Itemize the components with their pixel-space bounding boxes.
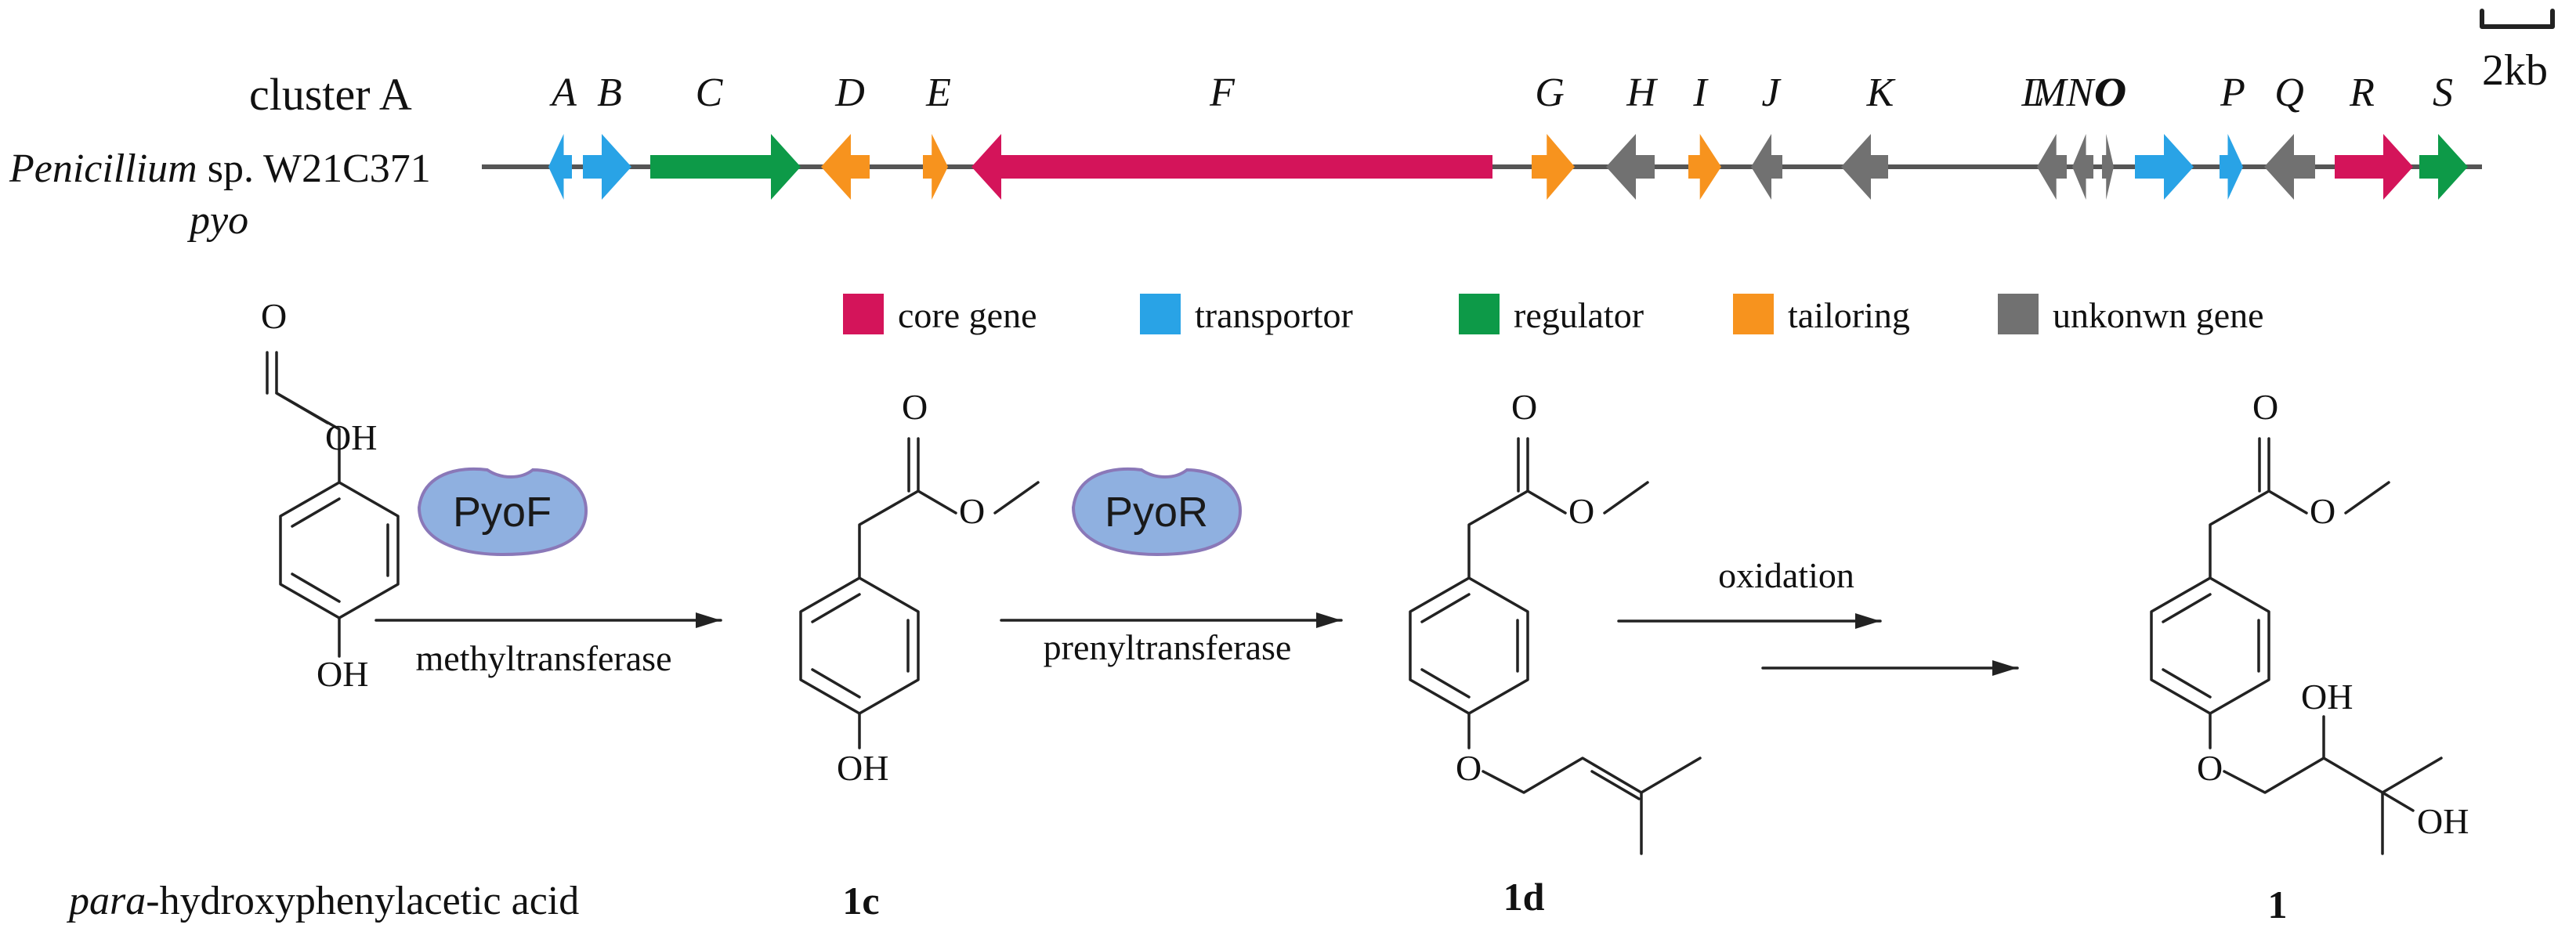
reaction-arrow-3: oxidation bbox=[1617, 555, 2019, 676]
atom-o-1d-carbonyl: O bbox=[1511, 387, 1537, 427]
legend-label-1: transportor bbox=[1195, 295, 1353, 335]
compound-label-1: 1 bbox=[2268, 883, 2288, 926]
cluster-id: pyo bbox=[186, 198, 248, 243]
organism-strain: sp. W21C371 bbox=[197, 146, 431, 191]
gene-label-s: S bbox=[2433, 70, 2453, 115]
atom-o-1c-ester: O bbox=[959, 491, 985, 531]
gene-label-o: O bbox=[2097, 70, 2126, 115]
organism-label: Penicillium sp. W21C371 bbox=[9, 146, 431, 191]
compound-label-1c: 1c bbox=[842, 879, 879, 923]
enzyme-pyof-shape bbox=[417, 467, 588, 557]
gene-label-a: A bbox=[549, 70, 577, 115]
gene-arrow-m bbox=[2072, 134, 2093, 200]
scale-bar-label: 2kb bbox=[2482, 46, 2548, 95]
atom-o-1c-carbonyl: O bbox=[902, 387, 928, 427]
legend-label-2: regulator bbox=[1514, 295, 1644, 335]
gene-arrow-a bbox=[548, 134, 572, 200]
gene-arrow-e bbox=[923, 134, 948, 200]
compound-label-hpa: para-hydroxyphenylacetic acid bbox=[66, 879, 579, 923]
atom-o-1d-ether: O bbox=[1456, 748, 1482, 788]
gene-label-k: K bbox=[1866, 70, 1896, 115]
gene-label-j: J bbox=[1761, 70, 1782, 115]
gene-label-q: Q bbox=[2274, 70, 2304, 115]
legend-swatch-2 bbox=[1459, 294, 1500, 334]
gene-arrow-f bbox=[971, 134, 1492, 200]
pathway: O OH OH para-hydroxyphenylacetic acid Py… bbox=[66, 296, 2469, 926]
compound-label-hpa-italic: para bbox=[66, 879, 146, 923]
enzyme-pyor-label: PyoR bbox=[1105, 489, 1208, 536]
atom-oh-1c: OH bbox=[837, 748, 888, 788]
gene-arrow-g bbox=[1532, 134, 1575, 200]
enzyme-pyor-shape bbox=[1071, 467, 1243, 557]
gene-label-g: G bbox=[1535, 70, 1565, 115]
cluster-name: cluster A bbox=[249, 69, 412, 120]
atom-oh-1-tertiary: OH bbox=[2417, 801, 2469, 841]
gene-arrow-d bbox=[821, 134, 870, 200]
legend-swatch-3 bbox=[1733, 294, 1774, 334]
atom-o-1-ester: O bbox=[2310, 491, 2335, 531]
legend-swatch-1 bbox=[1140, 294, 1181, 334]
gene-label-d: D bbox=[834, 70, 865, 115]
legend-label-0: core gene bbox=[898, 295, 1037, 335]
reaction-label-prenyltransferase: prenyltransferase bbox=[1044, 627, 1292, 667]
gene-label-r: R bbox=[2349, 70, 2375, 115]
gene-arrow-k bbox=[1841, 134, 1888, 200]
gene-arrows bbox=[548, 134, 2468, 200]
gene-arrow-r bbox=[2335, 134, 2413, 200]
atom-oh-hpa-acid: OH bbox=[325, 417, 377, 457]
gene-arrow-h bbox=[1606, 134, 1655, 200]
gene-label-c: C bbox=[696, 70, 724, 115]
organism-genus: Penicillium bbox=[9, 146, 197, 191]
atom-o-1-carbonyl: O bbox=[2252, 387, 2278, 427]
gene-arrow-b bbox=[583, 134, 631, 200]
atom-o-hpa: O bbox=[261, 296, 287, 336]
legend: core gene transportor regulator tailoring un… bbox=[843, 294, 2264, 335]
gene-arrow-l bbox=[2037, 134, 2067, 200]
gene-arrow-n bbox=[2102, 134, 2114, 200]
gene-label-f: F bbox=[1209, 70, 1236, 115]
reaction-label-methyltransferase: methyltransferase bbox=[416, 638, 672, 678]
atom-oh-1-secondary: OH bbox=[2301, 677, 2353, 717]
legend-label-3: tailoring bbox=[1788, 295, 1910, 335]
gene-arrow-c bbox=[650, 134, 801, 200]
gene-label-i: I bbox=[1692, 70, 1709, 115]
reaction-arrow-1: PyoF methyltransferase bbox=[374, 467, 722, 678]
gene-arrow-o bbox=[2135, 134, 2194, 200]
legend-swatch-0 bbox=[843, 294, 884, 334]
gene-label-b: B bbox=[597, 70, 622, 115]
enzyme-pyof-label: PyoF bbox=[453, 489, 552, 536]
compound-1d-structure: O O O bbox=[1409, 387, 1702, 855]
gene-label-h: H bbox=[1626, 70, 1658, 115]
legend-label-4: unkonwn gene bbox=[2053, 295, 2264, 335]
gene-arrow-s bbox=[2419, 134, 2468, 200]
atom-o-1d-ester: O bbox=[1568, 491, 1594, 531]
gene-label-e: E bbox=[925, 70, 951, 115]
compound-hpa-structure: O OH OH bbox=[261, 296, 400, 694]
atom-o-1-ether: O bbox=[2197, 748, 2223, 788]
gene-label-l: L bbox=[2021, 70, 2045, 115]
compound-1-structure: O O O OH OH bbox=[2150, 387, 2469, 855]
gene-arrow-q bbox=[2264, 134, 2315, 200]
gene-arrow-j bbox=[1751, 134, 1782, 200]
gene-arrow-p bbox=[2220, 134, 2243, 200]
gene-label-p: P bbox=[2220, 70, 2245, 115]
gene-arrow-i bbox=[1688, 134, 1721, 200]
compound-label-1d: 1d bbox=[1503, 875, 1545, 919]
reaction-label-oxidation: oxidation bbox=[1718, 555, 1854, 595]
atom-oh-hpa-phenol: OH bbox=[317, 654, 368, 694]
legend-swatch-4 bbox=[1998, 294, 2039, 334]
scale-bar: 2kb bbox=[2480, 9, 2555, 95]
compound-label-hpa-rest: -hydroxyphenylacetic acid bbox=[146, 879, 579, 923]
reaction-arrow-2: PyoR prenyltransferase bbox=[1000, 467, 1343, 667]
gene-label-lmno: MNO bbox=[2031, 70, 2123, 115]
compound-1c-structure: O O OH bbox=[799, 387, 1040, 788]
